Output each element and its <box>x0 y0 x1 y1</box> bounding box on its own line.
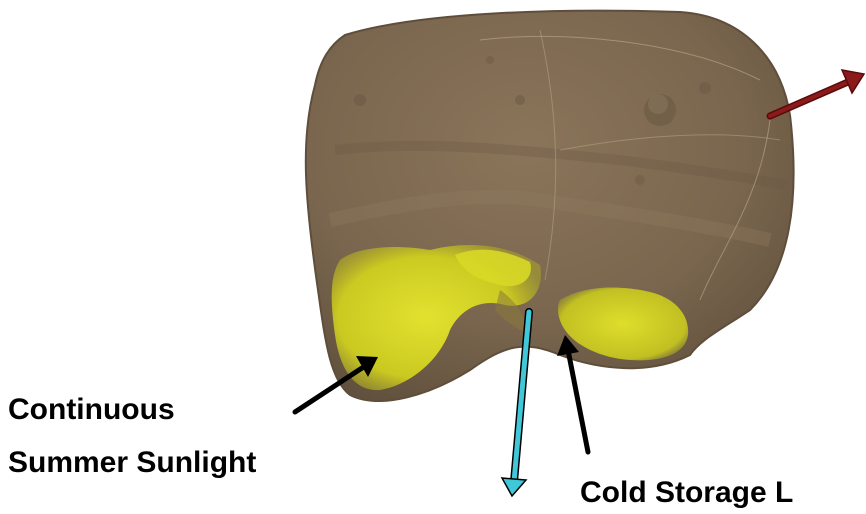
cold-storage-pointer-arrow <box>568 350 588 452</box>
crater <box>635 175 645 185</box>
crater <box>354 94 366 106</box>
cold-storage-label: Cold Storage L <box>580 478 793 508</box>
crater <box>648 94 668 114</box>
spin-axis-arrow-head <box>502 478 526 496</box>
crater <box>515 95 525 105</box>
crater <box>486 56 494 64</box>
crater <box>699 82 711 94</box>
summer-sunlight-label: Summer Sunlight <box>8 448 256 478</box>
continuous-label: Continuous <box>8 395 175 425</box>
